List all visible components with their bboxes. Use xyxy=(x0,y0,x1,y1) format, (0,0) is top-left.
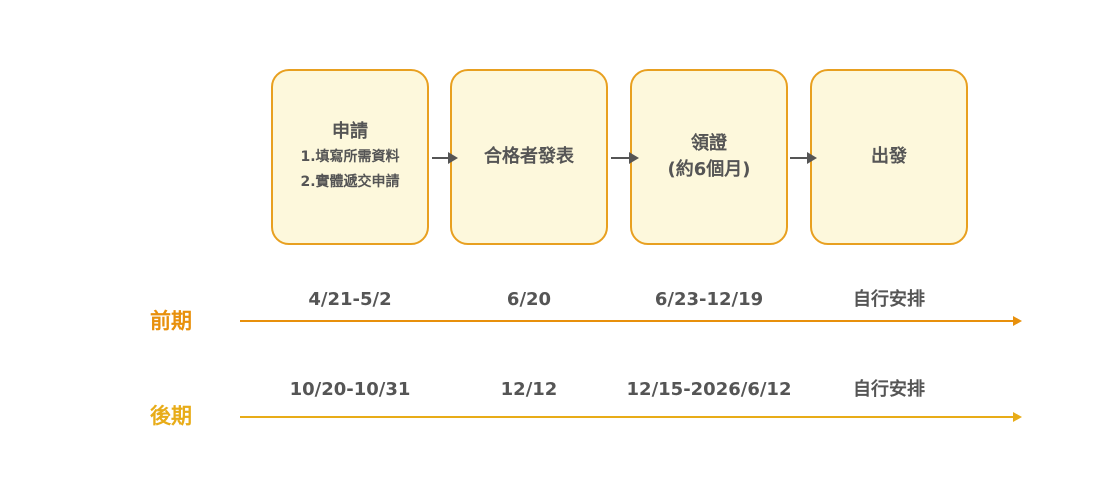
late-date-announcement: 12/12 xyxy=(500,379,558,400)
step-box-apply: 申請 1.填寫所需資料 2.實體遞交申請 xyxy=(271,69,429,245)
step-title: 出發 xyxy=(871,146,907,167)
flow-arrow-icon xyxy=(432,150,458,166)
flow-arrow-icon xyxy=(611,150,639,166)
late-timeline-arrow-icon xyxy=(240,410,1022,424)
flow-arrow-icon xyxy=(790,150,817,166)
step-title: 申請 xyxy=(332,121,368,142)
step-box-announcement: 合格者發表 xyxy=(450,69,608,245)
early-period-label: 前期 xyxy=(150,309,192,333)
step-detail: (約6個月) xyxy=(667,159,751,180)
step-title: 領證 xyxy=(691,133,727,154)
early-date-announcement: 6/20 xyxy=(506,289,552,310)
step-box-depart: 出發 xyxy=(810,69,968,245)
step-box-certificate: 領證 (約6個月) xyxy=(630,69,788,245)
late-date-depart: 自行安排 xyxy=(853,379,925,400)
early-date-apply: 4/21-5/2 xyxy=(308,289,392,310)
early-timeline-arrow-icon xyxy=(240,314,1022,328)
step-title: 合格者發表 xyxy=(484,146,574,167)
late-date-certificate: 12/15-2026/6/12 xyxy=(626,379,792,400)
late-date-apply: 10/20-10/31 xyxy=(289,379,411,400)
late-period-label: 後期 xyxy=(150,404,192,428)
step-detail: 1.填寫所需資料 xyxy=(300,149,400,165)
step-detail: 2.實體遞交申請 xyxy=(300,174,400,190)
early-date-certificate: 6/23-12/19 xyxy=(654,289,764,310)
early-date-depart: 自行安排 xyxy=(853,289,925,310)
